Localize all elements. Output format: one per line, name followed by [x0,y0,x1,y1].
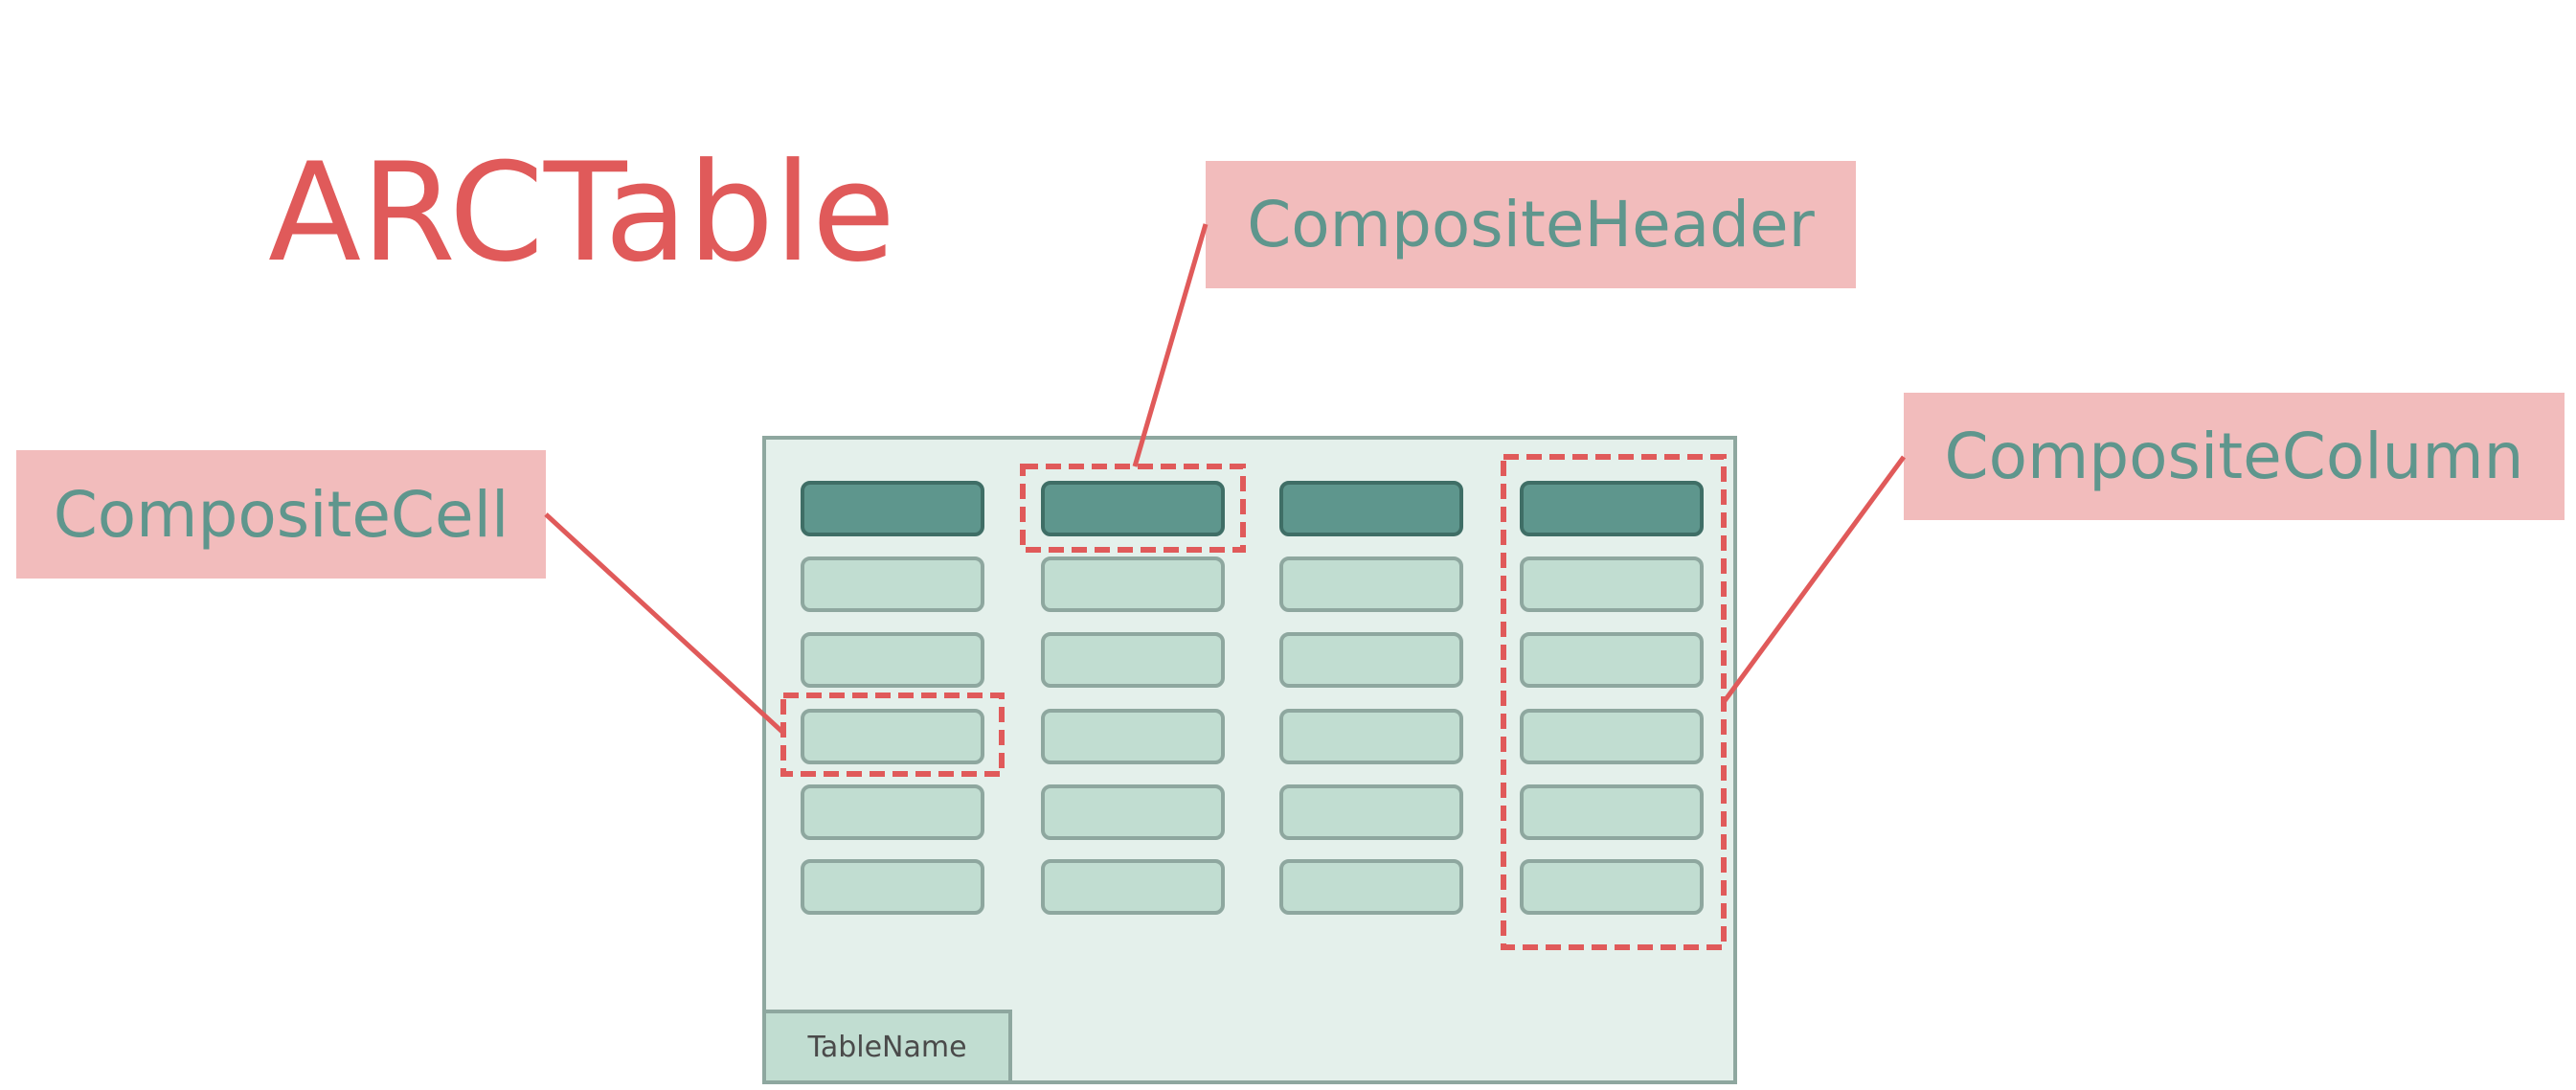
composite-cell-label-text: CompositeCell [53,477,509,552]
diagram-title: ARCTable [268,134,896,292]
composite-column-label-text: CompositeColumn [1944,420,2524,493]
header-cell [801,481,984,536]
body-cell [1041,784,1225,840]
body-cell [1279,556,1463,612]
header-cell [1520,481,1704,536]
body-cell [1279,632,1463,688]
composite-header-label-text: CompositeHeader [1247,188,1815,261]
table-name-label: TableName [807,1030,967,1064]
body-cell [1279,859,1463,915]
composite-header-label: CompositeHeader [1206,161,1856,288]
composite-cell-connector [544,512,785,735]
header-cell [1041,481,1225,536]
body-cell [1041,859,1225,915]
body-cell [801,784,984,840]
table-name-tab: TableName [762,1010,1012,1084]
composite-cell-label: CompositeCell [16,450,546,579]
body-cell [1279,709,1463,764]
body-cell [801,556,984,612]
composite-column-label: CompositeColumn [1904,393,2565,520]
body-cell [1520,709,1704,764]
body-cell [1520,556,1704,612]
body-cell [1041,709,1225,764]
body-cell [1041,556,1225,612]
composite-header-connector [1132,223,1209,467]
header-cell [1279,481,1463,536]
body-cell [801,632,984,688]
body-cell [1520,632,1704,688]
body-cell [1520,859,1704,915]
body-cell [801,709,984,764]
body-cell [801,859,984,915]
body-cell [1279,784,1463,840]
composite-column-connector [1721,455,1907,704]
body-cell [1520,784,1704,840]
body-cell [1041,632,1225,688]
